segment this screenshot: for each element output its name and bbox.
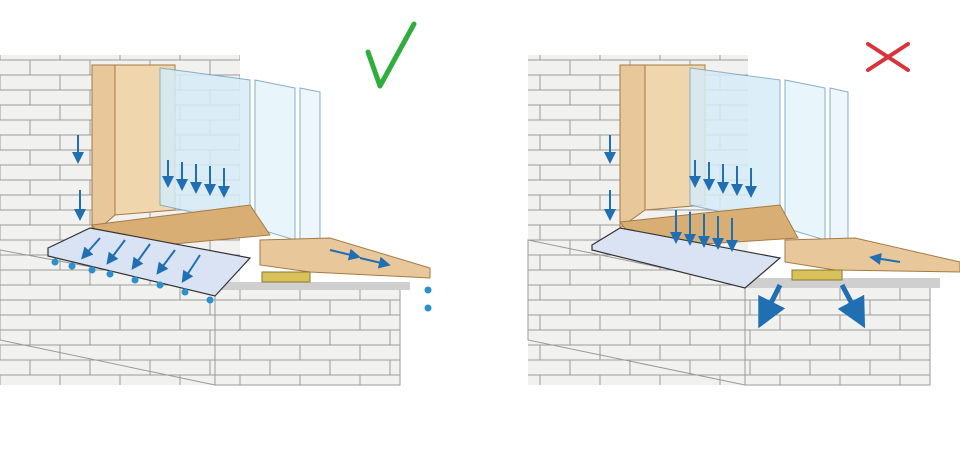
- diagram-incorrect-installation: [480, 0, 960, 465]
- window-frame: [91, 64, 116, 237]
- interior-sill: [784, 237, 960, 273]
- water-flow-arrows: [604, 135, 901, 265]
- cross-mark-icon: [866, 42, 910, 72]
- glass-pane-3: [299, 87, 321, 246]
- diagram-correct-installation: [0, 21, 432, 386]
- window-frame: [619, 64, 646, 229]
- brick-wall-lower: [214, 284, 401, 386]
- glass-pane-1: [159, 67, 251, 226]
- water-flow-arrows: [72, 135, 391, 284]
- incorrect-window-sill-illustration: [527, 42, 960, 386]
- external-metal-sill: [47, 227, 252, 297]
- insulation-strip: [791, 269, 843, 281]
- glass-pane-2: [784, 79, 826, 241]
- glass-pane-2: [254, 79, 296, 241]
- insulation-strip: [261, 271, 311, 283]
- water-drips: [51, 258, 432, 312]
- external-metal-sill: [591, 227, 782, 289]
- correct-window-sill-illustration: [0, 21, 432, 386]
- water-leak-arrows: [758, 283, 866, 329]
- check-mark-icon: [365, 21, 417, 89]
- concrete-ledge: [215, 282, 410, 290]
- glass-pane-3: [829, 87, 849, 246]
- glass-pane-1: [689, 67, 781, 226]
